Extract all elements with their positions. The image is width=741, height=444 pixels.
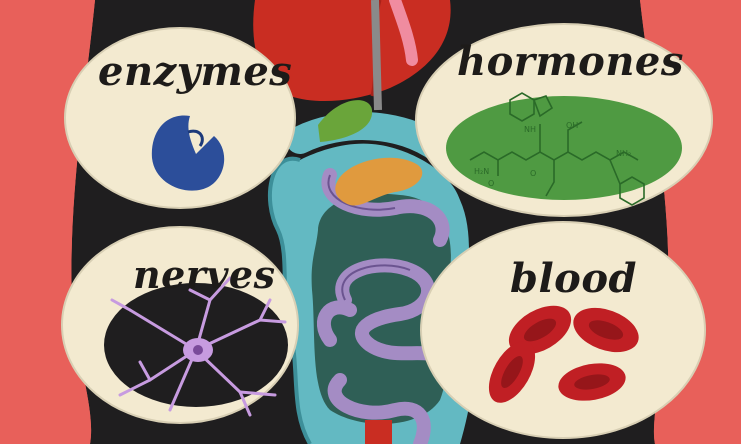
nerves-panel xyxy=(61,226,299,424)
svg-text:O: O xyxy=(488,179,494,188)
svg-text:NH: NH xyxy=(524,125,536,134)
enzyme-icon xyxy=(151,115,225,191)
abdominal-cavity xyxy=(311,193,451,424)
svg-text:O: O xyxy=(530,169,536,178)
hormones-label: hormones xyxy=(457,38,684,85)
blood-panel xyxy=(420,221,706,439)
enzymes-panel xyxy=(64,27,296,209)
svg-text:OH: OH xyxy=(566,121,578,130)
nerves-label: nerves xyxy=(133,252,276,297)
hormone-molecule-icon xyxy=(469,92,645,206)
svg-text:H₂N: H₂N xyxy=(474,167,489,176)
gallbladder-organ xyxy=(318,100,373,142)
hormones-panel: H₂N O O OH NH₂ NH xyxy=(415,23,713,217)
blood-label: blood xyxy=(510,255,637,302)
svg-text:NH₂: NH₂ xyxy=(616,149,631,158)
red-blood-cell-icon xyxy=(488,305,639,403)
enzymes-label: enzymes xyxy=(98,48,293,95)
esophagus xyxy=(371,0,418,111)
pancreas-organ xyxy=(335,157,423,206)
hormone-molecule-blob xyxy=(446,96,682,200)
rectum xyxy=(365,420,392,444)
